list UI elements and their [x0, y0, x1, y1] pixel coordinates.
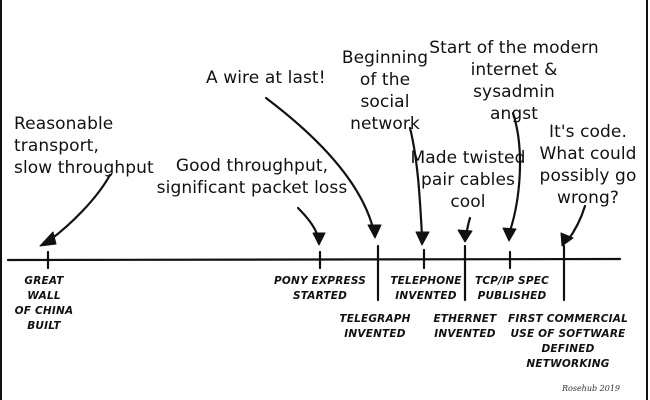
label-telegraph: TELEGRAPH INVENTED	[339, 313, 411, 340]
arrow-telephone	[408, 126, 424, 238]
comment-great-wall: Reasonable transport, slow throughput	[14, 114, 154, 178]
frame-right-border	[646, 0, 648, 400]
arrowhead-tcpip	[502, 227, 517, 242]
arrow-pony-express	[296, 206, 320, 238]
label-pony-express: PONY EXPRESS STARTED	[273, 275, 367, 302]
arrowhead-pony-express	[312, 232, 326, 246]
arrow-sdn	[566, 204, 587, 242]
comment-sdn: It's code. What could possibly go wrong?	[539, 122, 637, 208]
arrowhead-ethernet	[457, 229, 473, 243]
arrowhead-great-wall	[39, 231, 57, 247]
label-sdn: FIRST COMMERCIAL USE OF SOFTWARE DEFINED…	[508, 313, 628, 370]
arrow-tcpip	[508, 111, 522, 233]
arrowhead-telegraph	[367, 224, 382, 239]
arrowhead-telephone	[415, 231, 430, 246]
arrow-great-wall	[48, 173, 112, 242]
frame-left-border	[0, 0, 2, 400]
label-great-wall: GREAT WALL OF CHINA BUILT	[14, 275, 74, 332]
timeline-axis	[6, 257, 622, 262]
comment-pony-express: Good throughput, significant packet loss	[156, 156, 348, 198]
comment-telegraph: A wire at last!	[206, 68, 326, 88]
artist-signature: Rosehub 2019	[562, 384, 621, 393]
arrowhead-sdn	[560, 232, 574, 247]
label-tcpip: TCP/IP SPEC PUBLISHED	[475, 275, 549, 302]
comment-tcpip: Start of the modern internet & sysadmin …	[429, 38, 599, 124]
arrow-telegraph	[264, 96, 375, 230]
comment-ethernet: Made twisted pair cables cool	[410, 148, 526, 212]
comment-telephone: Beginning of the social network	[341, 48, 429, 134]
label-telephone: TELEPHONE INVENTED	[390, 275, 462, 302]
label-ethernet: ETHERNET INVENTED	[433, 313, 497, 340]
